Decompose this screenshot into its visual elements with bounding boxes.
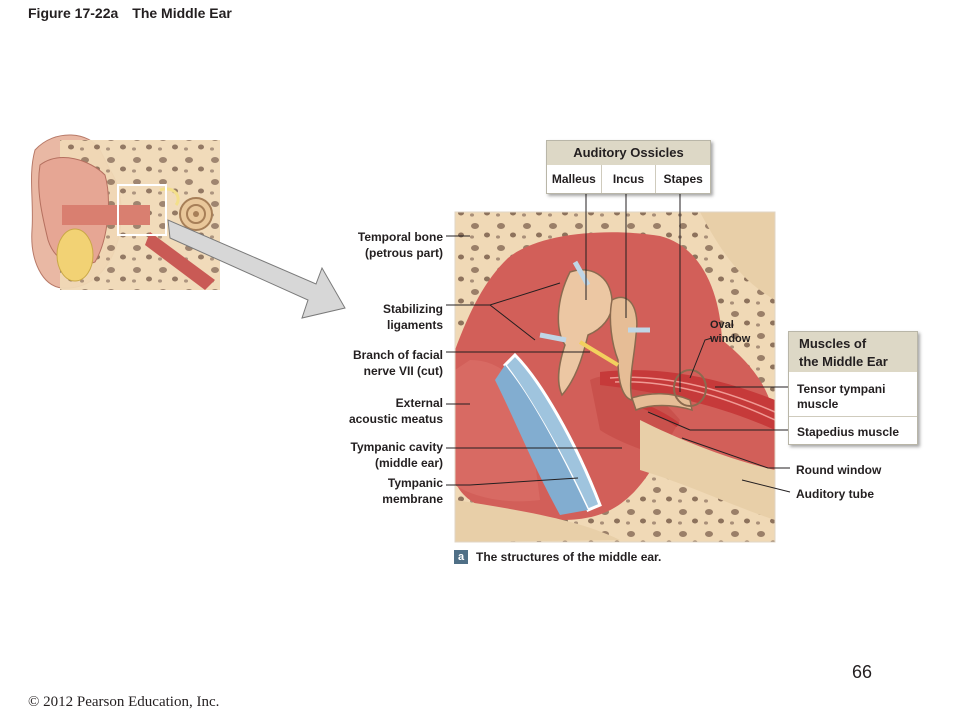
label-external-line2: acoustic meatus xyxy=(348,412,443,426)
muscles-title: Muscles of the Middle Ear xyxy=(789,332,917,372)
zoom-arrow xyxy=(167,219,346,319)
label-stabilizing-line1: Stabilizing xyxy=(383,302,443,316)
ossicles-row: Malleus Incus Stapes xyxy=(547,165,710,193)
ossicle-malleus: Malleus xyxy=(547,165,602,193)
copyright-notice: © 2012 Pearson Education, Inc. xyxy=(28,694,220,710)
label-oval-window-line1: Oval xyxy=(710,319,734,331)
label-temporal-bone: Temporal bone (petrous part) xyxy=(330,229,443,261)
ossicle-incus: Incus xyxy=(602,165,657,193)
label-facial-nerve: Branch of facial nerve VII (cut) xyxy=(330,347,443,379)
label-external-line1: External xyxy=(395,396,443,410)
figure-title: Figure 17-22a The Middle Ear xyxy=(28,5,232,21)
figure-number: Figure 17-22a xyxy=(28,5,119,21)
left-leader-lines xyxy=(446,235,622,486)
label-tympanic-cavity-line1: Tympanic cavity xyxy=(350,440,443,454)
overview-ear xyxy=(30,134,220,290)
caption-text: The structures of the middle ear. xyxy=(476,550,662,564)
label-tympanic-membrane-line1: Tympanic xyxy=(387,476,443,490)
muscles-title-line2: the Middle Ear xyxy=(799,354,888,369)
caption-badge: a xyxy=(454,550,468,564)
main-illustration xyxy=(455,212,775,542)
stapedius-label: Stapedius muscle xyxy=(797,425,900,439)
label-external-acoustic-meatus: External acoustic meatus xyxy=(330,395,443,427)
tensor-tympani-label: Tensor tympani muscle xyxy=(789,372,917,412)
muscles-divider xyxy=(789,416,917,417)
zoom-frame xyxy=(117,184,167,236)
label-tympanic-membrane: Tympanic membrane xyxy=(330,475,443,507)
ossicles-title: Auditory Ossicles xyxy=(547,141,710,165)
muscles-title-line1: Muscles of xyxy=(799,336,867,351)
tensor-line1: Tensor tympani xyxy=(797,382,886,396)
figure-name: The Middle Ear xyxy=(132,5,232,21)
label-temporal-bone-line1: Temporal bone xyxy=(357,230,443,244)
label-round-window: Round window xyxy=(796,463,882,477)
right-leader-lines xyxy=(647,337,791,493)
label-oval-window-line2: window xyxy=(710,333,751,345)
tensor-line2: muscle xyxy=(797,397,839,411)
label-oval-window: Oval window xyxy=(710,318,750,346)
ossicle-stapes: Stapes xyxy=(663,172,703,186)
top-leader-lines xyxy=(585,192,681,392)
muscles-box: Muscles of the Middle Ear Tensor tympani… xyxy=(788,331,918,445)
label-facial-nerve-line2: nerve VII (cut) xyxy=(363,364,443,378)
label-auditory-tube: Auditory tube xyxy=(796,487,874,501)
label-temporal-bone-line2: (petrous part) xyxy=(365,246,443,260)
label-tympanic-cavity: Tympanic cavity (middle ear) xyxy=(330,439,443,471)
label-facial-nerve-line1: Branch of facial xyxy=(352,348,443,362)
auditory-ossicles-box: Auditory Ossicles Malleus Incus Stapes xyxy=(546,140,711,194)
label-stabilizing-ligaments: Stabilizing ligaments xyxy=(330,301,443,333)
label-tympanic-cavity-line2: (middle ear) xyxy=(374,456,443,470)
label-tympanic-membrane-line2: membrane xyxy=(382,492,443,506)
label-stabilizing-line2: ligaments xyxy=(386,318,443,332)
page-number: 66 xyxy=(852,662,873,682)
